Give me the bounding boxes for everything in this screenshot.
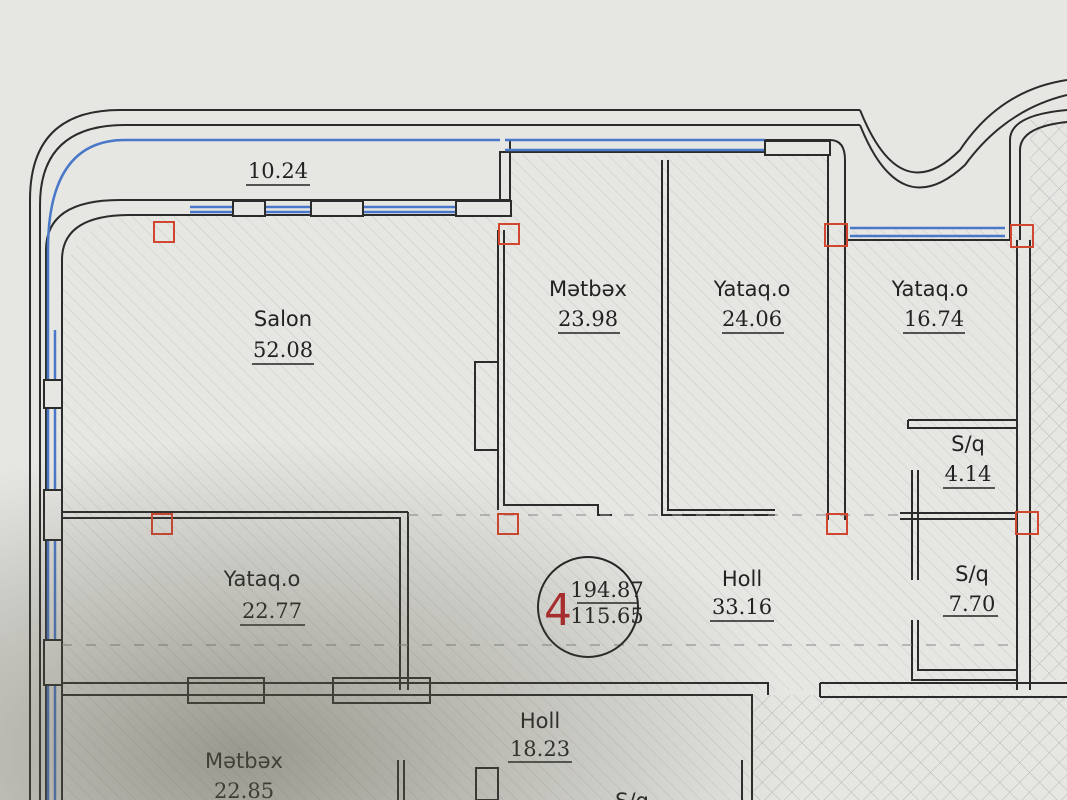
room-label: Mətbəx <box>205 749 283 773</box>
room-label: Yataq.o <box>891 277 969 301</box>
outer-walls <box>29 79 1067 800</box>
room-bathroom-3: S/q <box>615 789 649 800</box>
room-label: 10.24 <box>248 159 308 183</box>
room-label: Salon <box>254 307 312 331</box>
room-bedroom-2: Yataq.o 16.74 <box>891 277 969 334</box>
living-area: 115.65 <box>570 604 643 628</box>
window-dimension: 10.24 <box>246 159 310 186</box>
room-label: Yataq.o <box>713 277 791 301</box>
apartment-number: 4 <box>544 585 572 636</box>
room-bathroom-1: S/q 4.14 <box>943 432 995 489</box>
room-label: 22.77 <box>242 599 302 623</box>
room-bedroom-1: Yataq.o 24.06 <box>713 277 791 334</box>
room-label: 23.98 <box>558 307 618 331</box>
right-neighbor <box>1030 120 1067 680</box>
room-label: Mətbəx <box>549 277 627 301</box>
room-bathroom-2: S/q 7.70 <box>943 562 998 617</box>
room-label: 4.14 <box>945 462 992 486</box>
lower-floor <box>62 695 752 800</box>
room-label: Yataq.o <box>223 567 301 591</box>
room-label: 16.74 <box>904 307 964 331</box>
room-label: Holl <box>722 567 762 591</box>
room-label: 33.16 <box>712 595 772 619</box>
room-label: 18.23 <box>510 737 570 761</box>
stair-area <box>752 695 1067 800</box>
room-label: S/q <box>951 432 985 456</box>
room-label: S/q <box>955 562 989 586</box>
total-area: 194.87 <box>570 578 643 602</box>
room-label: Holl <box>520 709 560 733</box>
room-label: S/q <box>615 789 649 800</box>
room-label: 24.06 <box>722 307 782 331</box>
room-label: 52.08 <box>253 338 313 362</box>
room-label: 22.85 <box>214 779 274 800</box>
room-label: 7.70 <box>949 592 996 616</box>
room-kitchen: Mətbəx 23.98 <box>549 277 627 334</box>
